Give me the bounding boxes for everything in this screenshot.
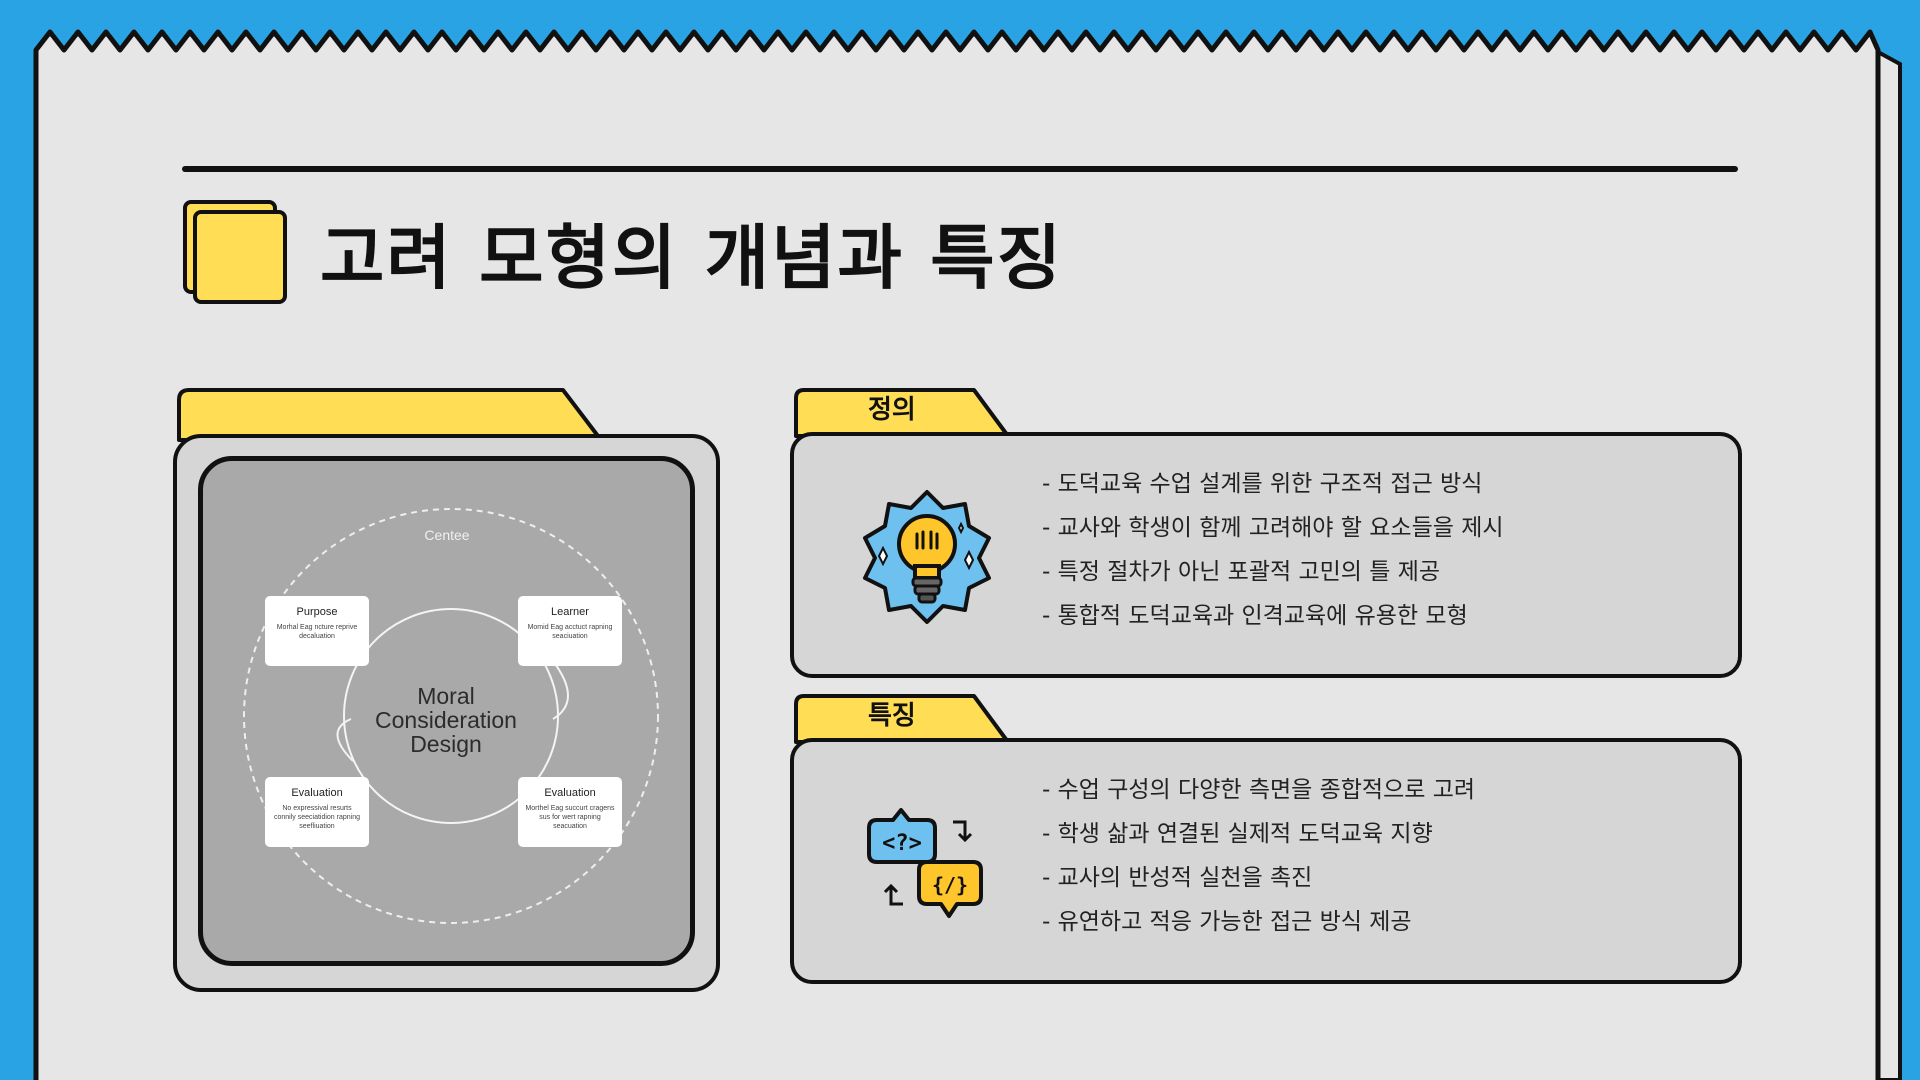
diagram-outer-label: Centee [424,527,470,543]
definition-tab-label: 정의 [868,395,916,425]
list-item: - 특정 절차가 아닌 포괄적 고민의 틀 제공 [1042,559,1441,585]
node-text: Morhal Eag ncture reprive decaluation [276,624,358,640]
node-text: No expressival resurts connily seeciatid… [274,805,360,830]
diagram-card-tab [177,388,603,442]
svg-text:<?>: <?> [882,831,922,856]
definition-section: 정의 - 도덕교육 수업 설계를 위한 구조적 접근 방식 - 교사와 학생이 … [790,386,1742,682]
features-panel: <?> {/} - 수업 구성의 다양한 측면을 종합적으로 고려 - 학생 삶… [790,738,1742,984]
page-title: 고려 모형의 개념과 특징 [320,217,1064,299]
diagram-node-purpose: Purpose Morhal Eag ncture reprive decalu… [265,596,369,666]
diagram-node-evaluation-right: Evaluation Morthel Eag succurt cragens s… [518,777,622,847]
diagram-node-evaluation-left: Evaluation No expressival resurts connil… [265,777,369,847]
features-section: 특징 <?> {/} - 수업 구성의 다양한 측면을 종합적으로 고려 - 학… [790,692,1742,988]
list-item: - 도덕교육 수업 설계를 위한 구조적 접근 방식 [1042,471,1483,497]
node-text: Momid Eag acctuct rapning seaciuation [527,624,613,640]
title-square-icon [183,200,287,304]
node-text: Morthel Eag succurt cragens sus for wert… [525,805,615,830]
node-title: Evaluation [291,787,343,799]
diagram-node-learner: Learner Momid Eag acctuct rapning seaciu… [518,596,622,666]
features-tab [794,694,1010,744]
definition-tab [794,388,1010,438]
features-tab-label: 특징 [868,701,916,731]
list-item: - 교사와 학생이 함께 고려해야 할 요소들을 제시 [1042,515,1504,541]
node-title: Evaluation [544,787,596,799]
definition-list: - 도덕교육 수업 설계를 위한 구조적 접근 방식 - 교사와 학생이 함께 … [1042,462,1504,638]
features-list: - 수업 구성의 다양한 측면을 종합적으로 고려 - 학생 삶과 연결된 실제… [1042,768,1475,944]
list-item: - 수업 구성의 다양한 측면을 종합적으로 고려 [1042,777,1476,803]
definition-panel: - 도덕교육 수업 설계를 위한 구조적 접근 방식 - 교사와 학생이 함께 … [790,432,1742,678]
code-exchange-icon: <?> {/} [857,792,997,932]
node-title: Purpose [296,606,338,618]
list-item: - 통합적 도덕교육과 인격교육에 유용한 모형 [1042,603,1468,629]
svg-text:{/}: {/} [932,873,968,897]
list-item: - 학생 삶과 연결된 실제적 도덕교육 지향 [1042,821,1433,847]
list-item: - 유연하고 적응 가능한 접근 방식 제공 [1042,909,1412,935]
node-title: Learner [551,606,589,618]
title-rule [182,166,1738,172]
lightbulb-icon [857,486,997,626]
list-item: - 교사의 반성적 실천을 촉진 [1042,865,1313,891]
